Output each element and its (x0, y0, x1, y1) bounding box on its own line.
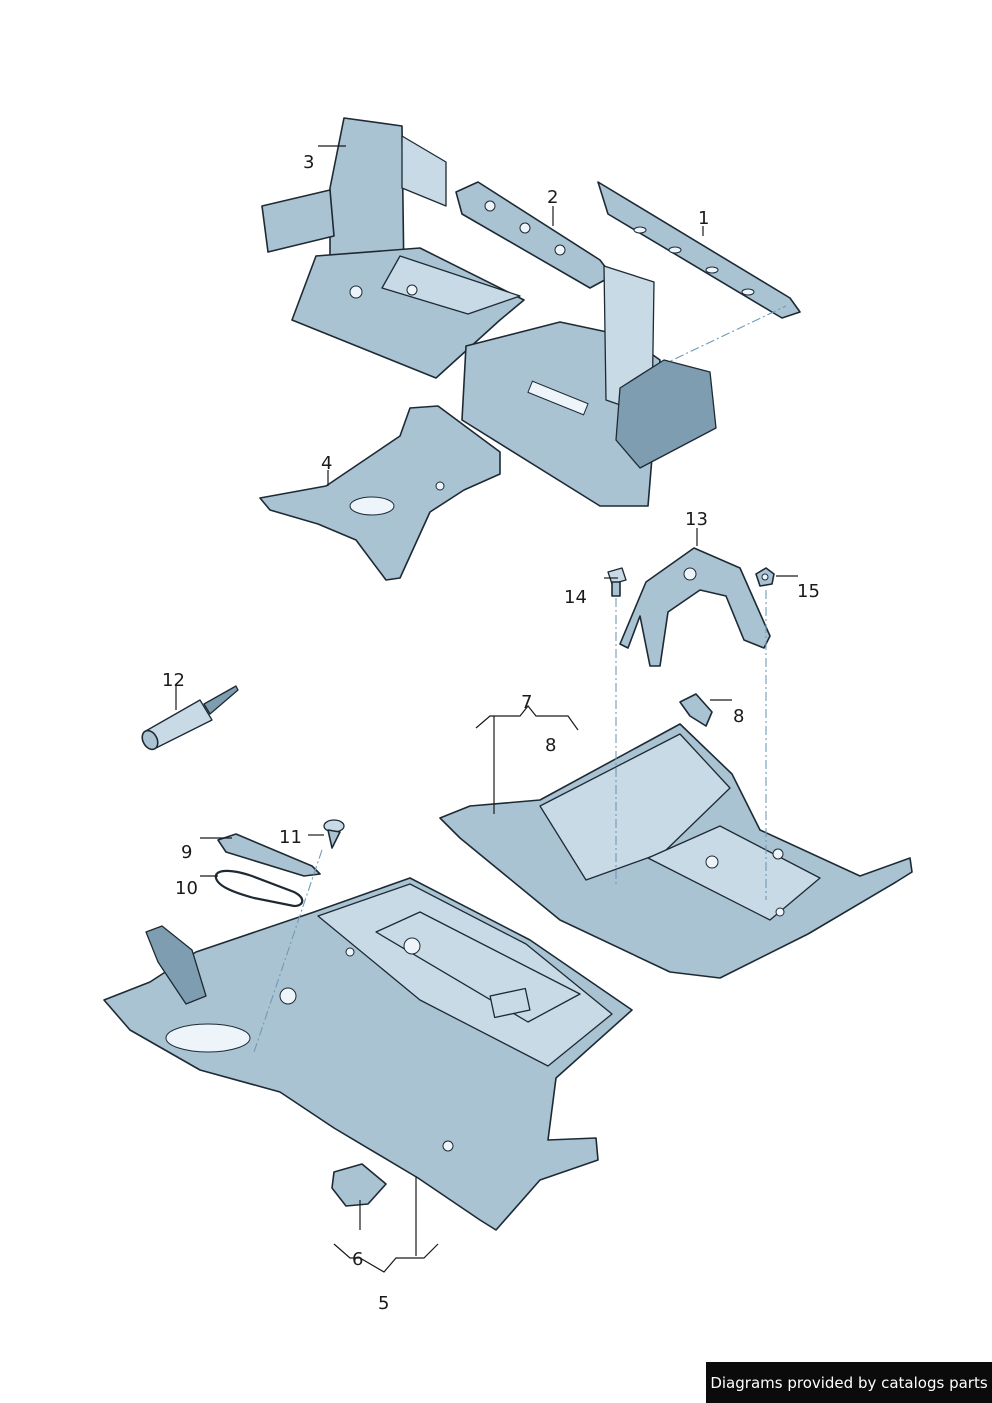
callout-12: 12 (162, 670, 185, 691)
callout-6: 6 (352, 1249, 363, 1270)
part-3-rear-panel (261, 117, 717, 507)
part-5-front-floor (103, 877, 633, 1231)
callout-8-lower: 8 (545, 735, 556, 756)
part-12-sealant-tube (141, 685, 239, 751)
callout-7: 7 (521, 692, 532, 713)
part-14-bolt (607, 567, 627, 597)
footer-credit: Diagrams provided by catalogs parts (706, 1362, 992, 1403)
callout-13: 13 (685, 509, 708, 530)
leader-lines (175, 145, 798, 1273)
part-2-crossmember (455, 181, 613, 289)
part-13-bracket (619, 547, 771, 667)
callout-10: 10 (175, 878, 198, 899)
part-1-strip (597, 181, 801, 319)
callout-8-right: 8 (733, 706, 744, 727)
callout-5: 5 (378, 1293, 389, 1314)
footer-text: Diagrams provided by catalogs parts (710, 1373, 988, 1392)
part-10-seal (214, 869, 304, 908)
part-8-small-bracket (679, 693, 713, 727)
callout-3: 3 (303, 152, 314, 173)
part-4-tunnel (259, 405, 501, 581)
callout-9: 9 (181, 842, 192, 863)
assembly-lines (253, 305, 787, 1053)
callout-14: 14 (564, 587, 587, 608)
part-7-rear-floor (439, 723, 913, 979)
part-15-nut (755, 567, 775, 587)
callout-15: 15 (797, 581, 820, 602)
callout-1: 1 (698, 208, 709, 229)
callout-4: 4 (321, 453, 332, 474)
part-6-cap (331, 1163, 387, 1207)
callout-labels: 1 2 3 4 5 6 7 8 8 9 10 11 12 13 14 15 (162, 152, 820, 1314)
callout-2: 2 (547, 187, 558, 208)
callout-11: 11 (279, 827, 302, 848)
part-11-screw (323, 819, 345, 849)
part-9-cover (217, 833, 321, 877)
